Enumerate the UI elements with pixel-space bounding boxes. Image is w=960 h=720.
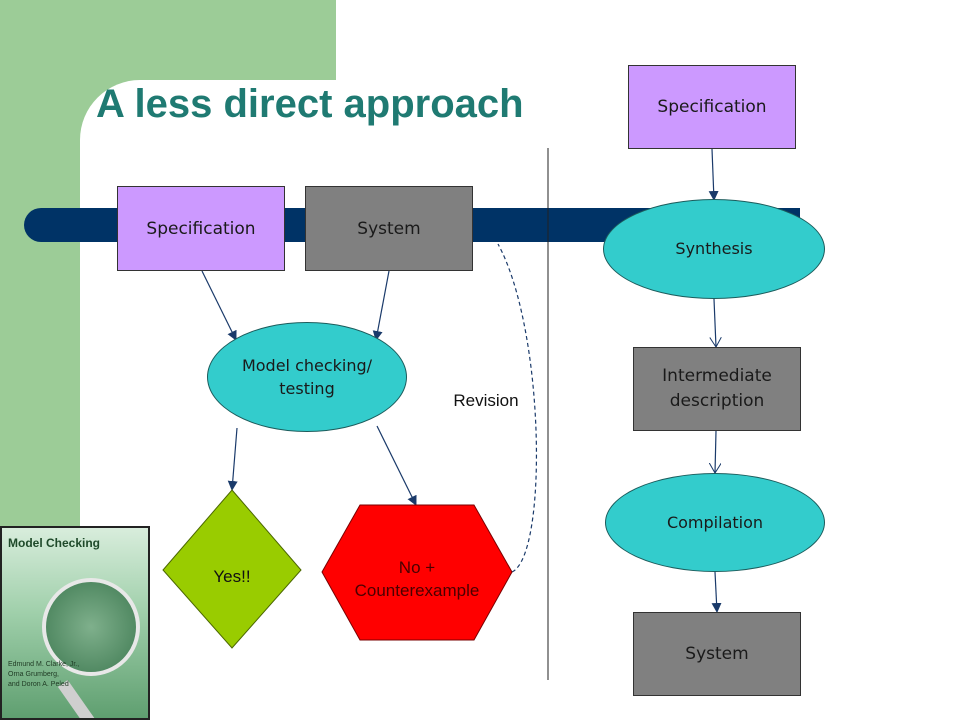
revision-curve bbox=[497, 243, 538, 573]
revision-label: Revision bbox=[453, 391, 519, 410]
arrow-spec-to-synthesis bbox=[708, 148, 719, 201]
arrow-system-to-model-checking bbox=[372, 270, 390, 341]
model-checking-ellipse: Model checking/ testing bbox=[207, 322, 407, 432]
system-label-left: System bbox=[357, 218, 421, 239]
book-author-1: Edmund M. Clarke, Jr., bbox=[8, 661, 80, 668]
book-authors: Edmund M. Clarke, Jr., Orna Grumberg, an… bbox=[8, 660, 98, 689]
system-box-left: System bbox=[305, 186, 473, 271]
synthesis-ellipse: Synthesis bbox=[603, 199, 825, 299]
arrow-model-checking-to-no bbox=[376, 425, 417, 506]
system-box-right: System bbox=[633, 612, 801, 696]
compilation-label: Compilation bbox=[666, 512, 764, 532]
yes-label: Yes!! bbox=[213, 567, 251, 586]
compilation-ellipse: Compilation bbox=[605, 473, 825, 572]
no-label-line2: Counterexample bbox=[354, 580, 480, 600]
magnifier-lens-icon bbox=[42, 578, 140, 676]
specification-box-right: Specification bbox=[628, 65, 796, 149]
model-checking-label-line2: testing bbox=[279, 379, 335, 398]
system-label-right: System bbox=[685, 644, 749, 664]
slide-title: A less direct approach bbox=[96, 82, 524, 126]
arrow-synthesis-to-intermediate bbox=[714, 298, 716, 347]
arrow-compilation-to-system bbox=[711, 571, 722, 613]
specification-box-left: Specification bbox=[117, 186, 285, 271]
arrow-intermediate-to-compilation bbox=[715, 430, 716, 473]
intermediate-label-line1: Intermediate bbox=[662, 366, 772, 387]
no-label-line1: No + bbox=[398, 558, 436, 577]
yes-diamond bbox=[162, 489, 302, 649]
book-author-2: Orna Grumberg, bbox=[8, 670, 59, 678]
arrow-model-checking-to-yes bbox=[227, 427, 238, 491]
intermediate-label-line2: description bbox=[669, 391, 765, 411]
specification-label-left: Specification bbox=[146, 218, 256, 239]
book-title: Model Checking bbox=[8, 536, 101, 550]
book-author-3: and Doron A. Peled bbox=[8, 680, 69, 688]
no-hexagon bbox=[321, 504, 513, 641]
specification-label-right: Specification bbox=[657, 97, 767, 117]
book-cover-image: Model Checking Edmund M. Clarke, Jr., Or… bbox=[0, 526, 150, 720]
no-label: No + Counterexample bbox=[322, 557, 512, 603]
arrow-spec-to-model-checking bbox=[201, 270, 237, 341]
synthesis-label: Synthesis bbox=[675, 239, 753, 259]
model-checking-label-line1: Model checking/ bbox=[241, 355, 373, 375]
intermediate-description-box: Intermediate description bbox=[633, 347, 801, 431]
